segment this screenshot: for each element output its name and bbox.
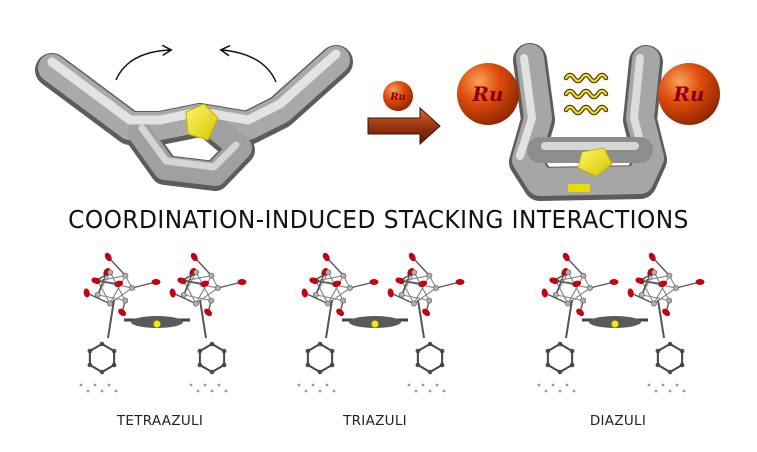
ru-sphere-left: Ru: [457, 63, 519, 125]
caption-triazuli: TRIAZULI: [343, 413, 407, 429]
oxygen-atom: [387, 288, 394, 298]
ru-left-label: Ru: [471, 82, 503, 106]
oxygen-atom: [562, 252, 570, 262]
oxygen-atom: [309, 277, 319, 284]
oxygen-atom: [408, 252, 416, 262]
sulfur-atom: [611, 320, 619, 328]
oxygen-atom: [609, 279, 619, 285]
oxygen-atom: [369, 279, 379, 285]
oxygen-atom: [237, 279, 247, 285]
reaction-arrow: [367, 106, 441, 146]
crystal-structures: [79, 252, 705, 393]
closing-arrow-left: [115, 44, 173, 81]
sulfur-atom: [371, 320, 379, 328]
tube-node-dot: [194, 144, 202, 152]
sulfur-atom-closed: [577, 147, 613, 177]
oxygen-atom: [151, 279, 161, 285]
oxygen-atom: [422, 308, 431, 317]
oxygen-atom: [200, 280, 210, 288]
oxygen-atom: [395, 277, 405, 284]
stacking-waves: [563, 72, 609, 116]
sulfur-edge: [568, 184, 590, 192]
oxygen-atom: [695, 279, 705, 285]
oxygen-atom: [177, 277, 187, 284]
ru-sphere-right: Ru: [658, 63, 720, 125]
structure-triazuli: [297, 252, 465, 393]
oxygen-atom: [332, 280, 342, 288]
sulfur-atom: [153, 320, 161, 328]
oxygen-atom: [104, 252, 112, 262]
oxygen-atom: [91, 277, 101, 284]
oxygen-atom: [418, 280, 428, 288]
oxygen-atom: [301, 288, 308, 298]
oxygen-atom: [635, 277, 645, 284]
structure-diazuli: [537, 252, 705, 393]
oxygen-atom: [648, 252, 656, 262]
closing-arrow-right: [219, 45, 277, 83]
caption-diazuli: DIAZULI: [589, 413, 647, 429]
structure-tetraazuli: [79, 252, 247, 393]
sulfur-atom: [185, 103, 219, 141]
oxygen-atom: [190, 252, 198, 262]
ru-right-label: Ru: [672, 82, 704, 106]
ru-reagent-label: Ru: [389, 92, 406, 103]
oxygen-atom: [204, 308, 213, 317]
oxygen-atom: [627, 288, 634, 298]
oxygen-atom: [169, 288, 176, 298]
oxygen-atom: [322, 252, 330, 262]
oxygen-atom: [549, 277, 559, 284]
oxygen-atom: [662, 308, 671, 317]
oxygen-atom: [541, 288, 548, 298]
oxygen-atom: [83, 288, 90, 298]
figure-heading: COORDINATION-INDUCED STACKING INTERACTIO…: [68, 205, 689, 234]
oxygen-atom: [114, 280, 124, 288]
oxygen-atom: [576, 308, 585, 317]
open-tube-model: [35, 45, 353, 191]
closed-tube-model: [509, 43, 667, 201]
oxygen-atom: [658, 280, 668, 288]
oxygen-atom: [455, 279, 465, 285]
oxygen-atom: [118, 308, 127, 317]
ru-reagent: Ru: [383, 81, 413, 111]
oxygen-atom: [336, 308, 345, 317]
oxygen-atom: [572, 280, 582, 288]
caption-tetraazuli: TETRAAZULI: [116, 413, 204, 429]
